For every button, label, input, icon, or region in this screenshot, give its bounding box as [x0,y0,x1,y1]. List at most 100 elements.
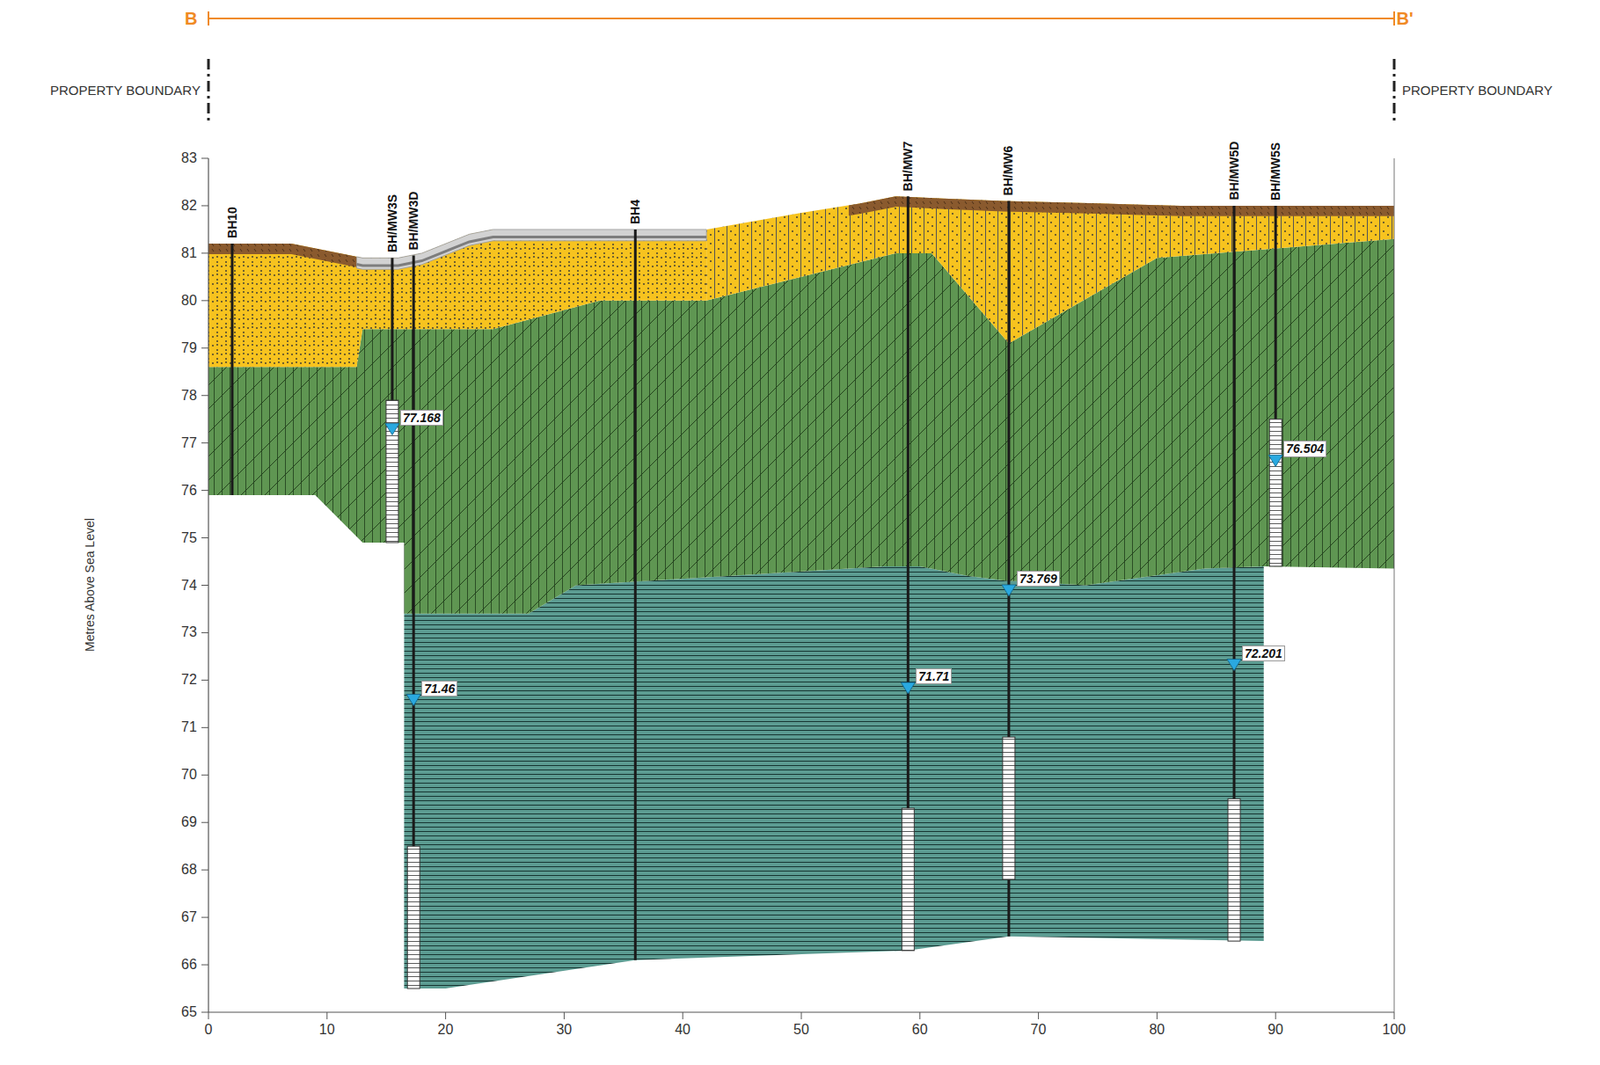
tick [563,1012,565,1020]
tick [326,1012,328,1020]
y-tick-label: 76 [181,482,198,499]
section-line [208,17,1395,20]
well-screen [1269,419,1282,567]
water-level-label: 72.201 [1242,645,1286,662]
tick [1394,1012,1396,1020]
topsoil [208,243,358,268]
section-end [1393,11,1396,26]
y-tick-label: 70 [181,767,198,783]
section-letter: B' [1396,8,1414,30]
water-level-symbol [900,682,915,695]
borehole [634,229,637,961]
x-tick-label: 70 [1030,1022,1047,1038]
section-end [207,11,210,26]
tick [201,917,209,919]
well-screen [901,808,914,951]
borehole-label: BH/MW7 [900,140,915,191]
property-boundary [207,58,211,122]
tick [208,1012,210,1020]
tick [1275,1012,1277,1020]
clay-unit [403,566,1264,989]
well-screen [407,846,420,989]
tick [801,1012,803,1020]
tick [201,679,209,681]
well-screen [386,400,399,543]
water-level-symbol [385,423,400,436]
x-tick-label: 0 [204,1022,213,1038]
x-tick-label: 80 [1148,1022,1165,1038]
borehole-label: BH/MW5D [1227,141,1242,201]
frame-right [1394,158,1396,1013]
tick [201,822,209,824]
tick [201,774,209,776]
x-tick-label: 30 [555,1022,572,1038]
tick [201,869,209,871]
borehole-label: BH/MW6 [1001,146,1016,197]
y-tick-label: 77 [181,435,198,452]
borehole-label: BH/MW5S [1268,142,1283,201]
property-boundary [1393,58,1396,122]
y-tick-label: 83 [181,150,198,167]
y-tick-label: 66 [181,957,198,973]
y-tick-label: 65 [181,1004,198,1021]
y-tick-label: 68 [181,862,198,878]
well-screen [1002,737,1016,880]
y-tick-label: 71 [181,719,198,736]
borehole-label: BH10 [225,206,240,239]
strata [208,196,1395,989]
y-tick-label: 82 [181,197,198,214]
x-tick-label: 90 [1267,1022,1284,1038]
well-screen [1227,798,1241,942]
tick [445,1012,446,1020]
water-level-label: 76.504 [1283,440,1327,457]
tick [201,204,209,206]
tick [201,158,209,160]
water-level-label: 71.71 [915,668,952,685]
water-level-symbol [1001,584,1016,597]
x-tick-label: 10 [319,1022,336,1038]
tick [201,299,209,301]
water-level-symbol [406,694,421,707]
tick [1037,1012,1039,1020]
y-tick-label: 67 [181,909,198,926]
y-tick-label: 81 [181,245,198,262]
axes [201,158,1395,1020]
tick [1156,1012,1158,1020]
x-tick-label: 50 [793,1022,810,1038]
tick [201,252,209,254]
tick [201,584,209,586]
sand-unit [706,196,1395,344]
borehole-label: BH/MW3S [385,194,400,253]
tick [201,537,209,539]
boundary-label: PROPERTY BOUNDARY [1402,82,1553,98]
y-tick-label: 75 [181,530,198,547]
tick [201,632,209,634]
section-letter: B [184,8,198,30]
y-tick-label: 79 [181,340,198,357]
y-tick-label: 78 [181,387,198,404]
borehole-label: BH4 [628,199,643,225]
y-tick-label: 73 [181,624,198,641]
borehole [230,243,234,496]
water-level-label: 77.168 [400,409,444,426]
x-tick-label: 60 [912,1022,928,1038]
y-tick-label: 72 [181,672,198,688]
y-tick-label: 74 [181,577,198,594]
tick [919,1012,921,1020]
sand-unit [208,229,707,367]
tick [201,727,209,729]
tick [201,347,209,349]
water-level-label: 71.46 [421,680,458,697]
y-tick-label: 69 [181,814,198,831]
water-level-symbol [1227,659,1242,672]
tick [201,394,209,396]
tick [201,442,209,444]
boreholes [232,196,1283,989]
water-level-label: 73.769 [1016,570,1060,587]
x-tick-label: 100 [1382,1022,1407,1038]
tick [201,964,209,966]
x-tick-label: 20 [438,1022,454,1038]
section-line [208,11,1395,122]
